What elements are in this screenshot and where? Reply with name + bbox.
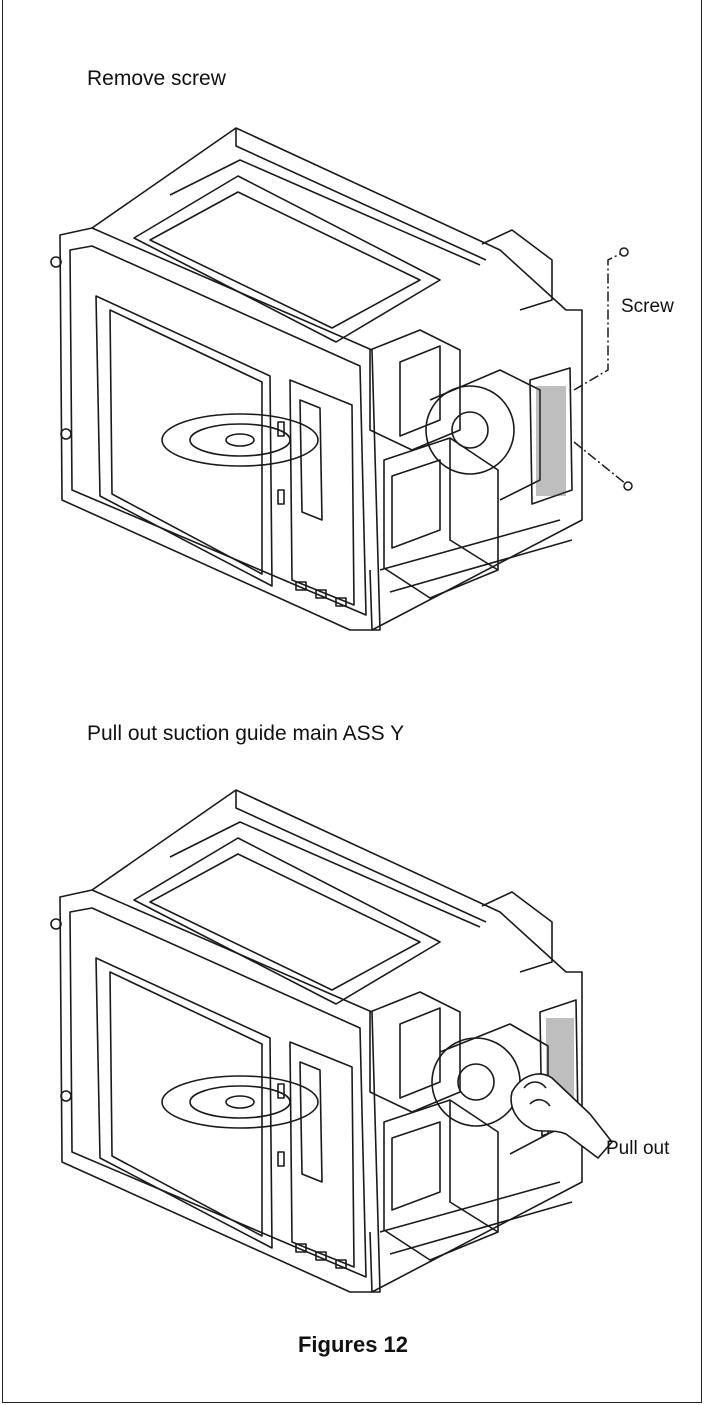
microwave-illustration-1 bbox=[50, 127, 633, 631]
screw-callout: Screw bbox=[621, 296, 674, 317]
step-1-title: Remove screw bbox=[87, 67, 226, 90]
pull-out-callout: Pull out bbox=[606, 1138, 670, 1159]
microwave-illustration-2 bbox=[50, 789, 613, 1293]
step-2-title: Pull out suction guide main ASS Y bbox=[87, 722, 405, 745]
figure-caption: Figures 12 bbox=[297, 1332, 409, 1357]
